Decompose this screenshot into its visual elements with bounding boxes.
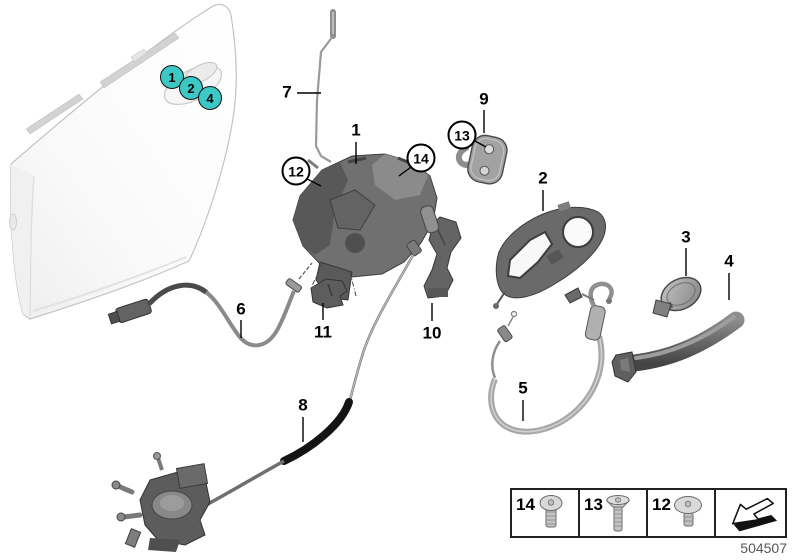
- bowden-cable-part-5: [488, 281, 614, 435]
- lock-striker-part-9: [455, 134, 508, 185]
- bowden-cable-part-6: [107, 262, 313, 348]
- cable-clip-part-11: [310, 278, 348, 309]
- diagram-part-number: 504507: [740, 540, 787, 556]
- callout-4[interactable]: 4: [724, 251, 734, 271]
- button-head-screw-icon: [539, 495, 563, 528]
- window-channel-strip: [99, 32, 180, 89]
- direction-arrow-icon: [731, 497, 778, 531]
- callout-6[interactable]: 6: [236, 299, 246, 319]
- window-channel-strip: [25, 93, 84, 135]
- legend-label-14: 14: [516, 495, 535, 514]
- callout-8[interactable]: 8: [298, 395, 308, 415]
- door-panel: [9, 3, 237, 320]
- callout-10[interactable]: 10: [422, 323, 442, 343]
- legend-item-14[interactable]: 14: [512, 490, 581, 536]
- fastener-legend: 14 13 12: [510, 488, 787, 538]
- callout-1[interactable]: 1: [351, 120, 361, 140]
- callout-circled-14[interactable]: 14: [406, 143, 436, 173]
- callout-5[interactable]: 5: [518, 378, 528, 398]
- callout-3[interactable]: 3: [681, 227, 691, 247]
- legend-item-12[interactable]: 12: [648, 490, 717, 536]
- hotspot-4[interactable]: 4: [198, 86, 222, 110]
- handle-bracket-part-10: [423, 216, 462, 299]
- legend-label-12: 12: [652, 495, 671, 514]
- lock-rod-part-7: [314, 9, 336, 163]
- leader-lines: [240, 92, 730, 442]
- lock-actuator: [111, 452, 211, 552]
- legend-label-13: 13: [584, 495, 603, 514]
- outer-door-handle-part-4: [611, 299, 745, 383]
- callout-2[interactable]: 2: [538, 168, 548, 188]
- pan-head-screw-icon: [673, 496, 702, 527]
- door-lock-part-1: [292, 153, 438, 301]
- handle-carrier-part-2: [493, 201, 606, 309]
- callout-7[interactable]: 7: [282, 82, 292, 102]
- countersunk-screw-icon: [605, 495, 631, 532]
- callout-11[interactable]: 11: [314, 322, 332, 342]
- callout-9[interactable]: 9: [479, 89, 489, 109]
- legend-item-13[interactable]: 13: [580, 490, 649, 536]
- callout-circled-12[interactable]: 12: [281, 156, 311, 186]
- hotspot-2[interactable]: 2: [179, 76, 203, 100]
- legend-item-arrow[interactable]: [716, 490, 785, 536]
- callout-circled-13[interactable]: 13: [447, 120, 477, 150]
